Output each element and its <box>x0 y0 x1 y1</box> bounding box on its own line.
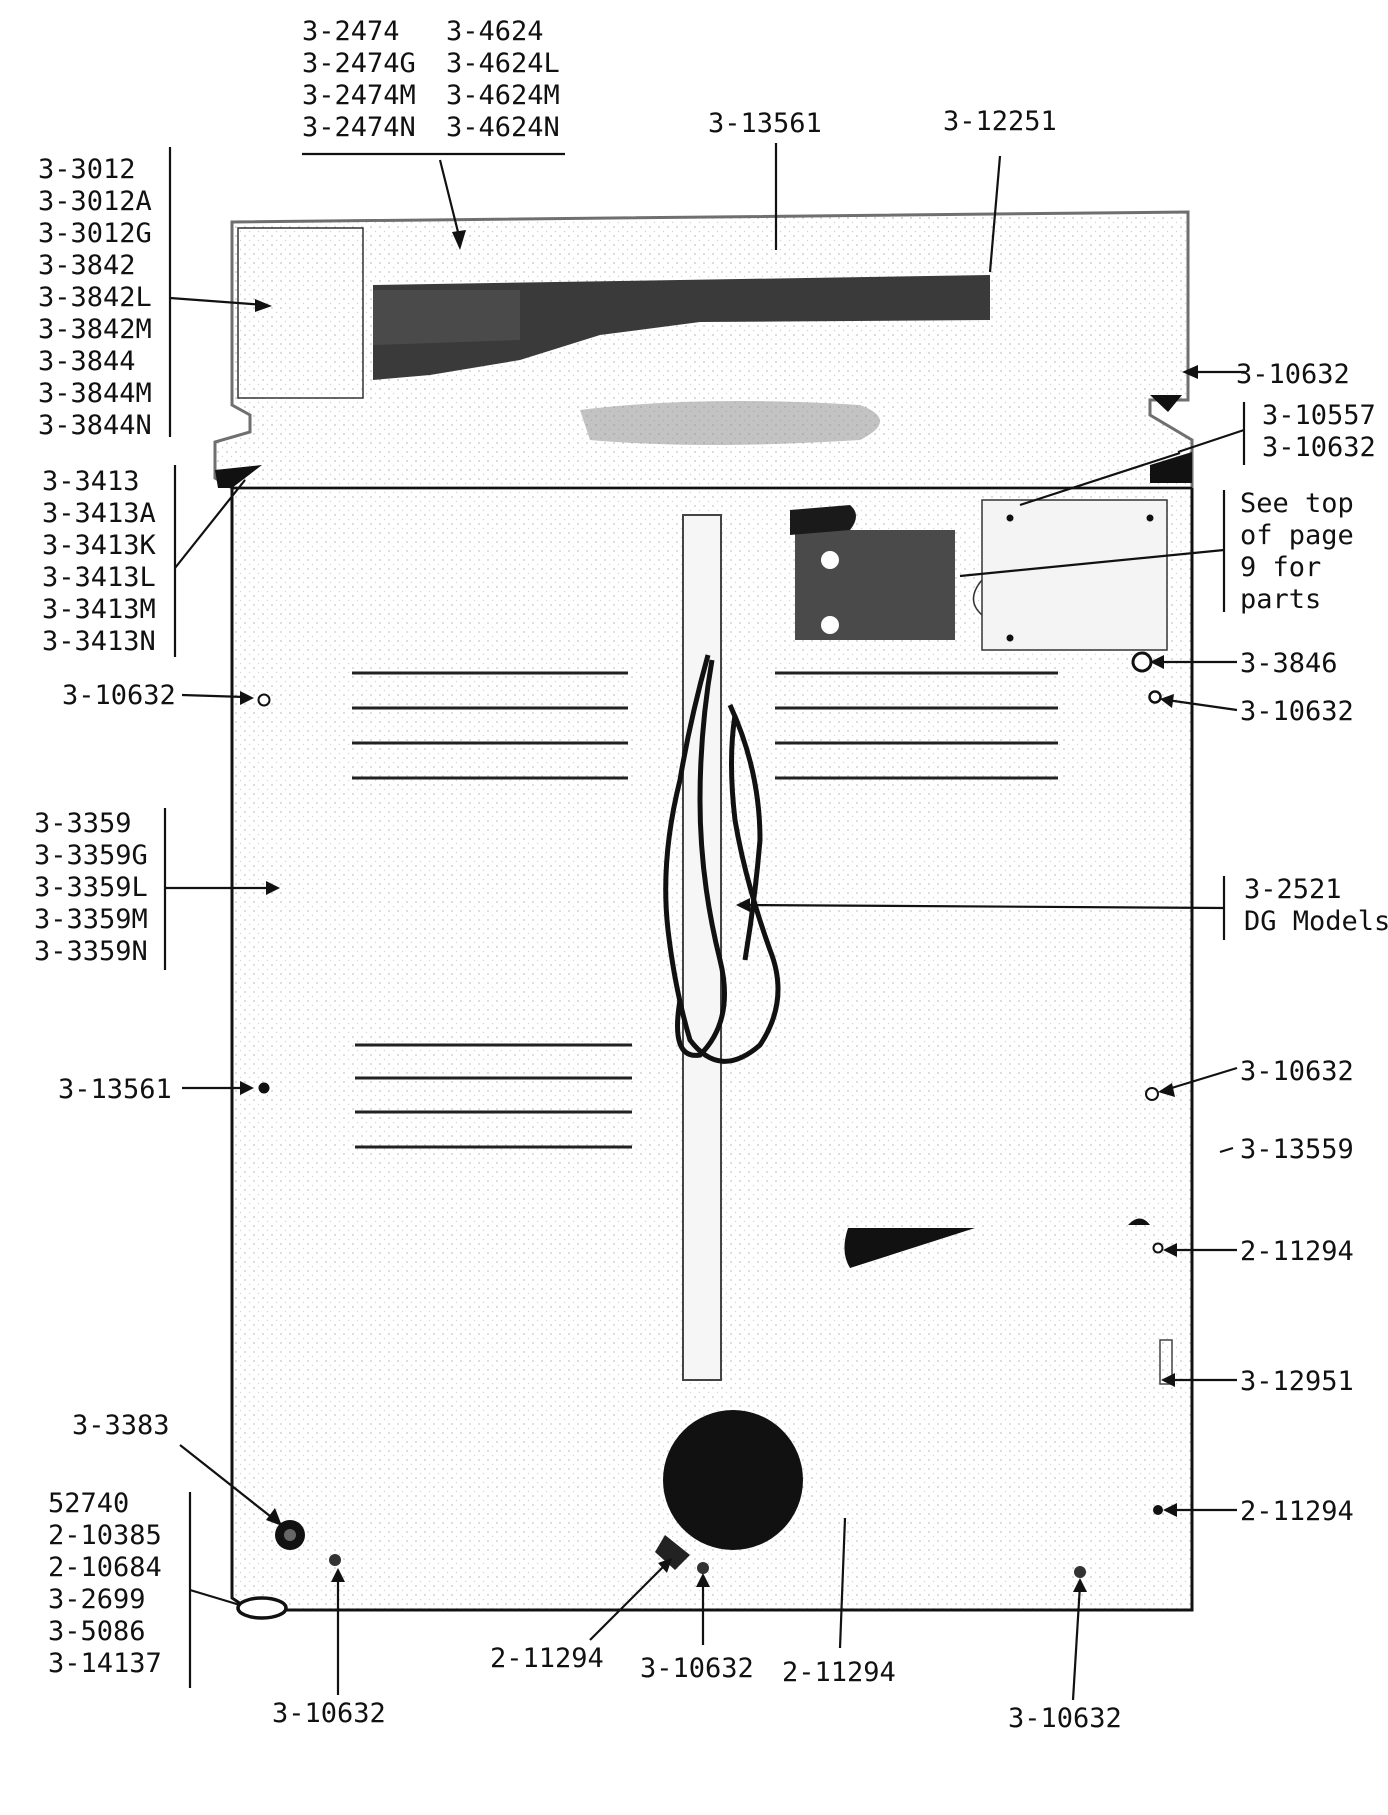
foot-icon <box>236 1596 288 1620</box>
label: 52740 <box>48 1488 129 1519</box>
bolt-right-1-icon <box>1152 1242 1164 1254</box>
label: 3-13559 <box>1240 1134 1354 1165</box>
label: 3-3844N <box>38 410 152 441</box>
bolt-right-2-icon <box>1153 1505 1163 1515</box>
terminal-bracket <box>790 499 1168 651</box>
label: 3-10632 <box>272 1698 386 1729</box>
screw-bottom-mid-icon <box>697 1562 709 1574</box>
label: DG Models <box>1244 906 1388 937</box>
label: 3-3413N <box>42 626 156 657</box>
label: 3-3012G <box>38 218 152 249</box>
label: parts <box>1240 584 1321 615</box>
vent-louvers <box>352 671 1058 1149</box>
label: 3-10557 <box>1262 400 1376 431</box>
top-console <box>213 210 1194 490</box>
label: 3-2474G <box>302 48 416 79</box>
label: 3-3413L <box>42 562 156 593</box>
label: 3-10632 <box>1240 696 1354 727</box>
screw-right-upper-icon <box>1148 690 1162 704</box>
label: 3-13561 <box>708 108 822 139</box>
label: 3-3413K <box>42 530 157 561</box>
label: 3-3413M <box>42 594 156 625</box>
label: 9 for <box>1240 552 1321 583</box>
label: 3-13561 <box>58 1074 172 1105</box>
label: 2-11294 <box>490 1643 604 1674</box>
label: 3-3359M <box>34 904 148 935</box>
label: 3-10632 <box>1236 359 1350 390</box>
label: 3-10632 <box>640 1653 754 1684</box>
clip-shapes <box>844 1218 1173 1385</box>
label: 3-4624 <box>446 16 544 47</box>
label: 3-3842M <box>38 314 152 345</box>
grommet-icon <box>1131 651 1153 673</box>
screw-left-lower-icon <box>258 1082 270 1094</box>
label: 3-3359N <box>34 936 148 967</box>
label: 3-3842 <box>38 250 136 281</box>
label: 3-14137 <box>48 1648 162 1679</box>
label: 3-2474N <box>302 112 416 143</box>
label: See top <box>1240 488 1354 519</box>
label: 3-5086 <box>48 1616 146 1647</box>
label: 3-3383 <box>72 1410 170 1441</box>
label: 3-3413A <box>42 498 156 529</box>
screw-right-mid-icon <box>1145 1087 1159 1101</box>
label: of page <box>1240 520 1354 551</box>
label: 3-10632 <box>1240 1056 1354 1087</box>
label: 3-3842L <box>38 282 152 313</box>
label: 2-10684 <box>48 1552 162 1583</box>
label: 3-2699 <box>48 1584 146 1615</box>
label: 3-3846 <box>1240 648 1338 679</box>
screw-left-upper-icon <box>257 693 271 707</box>
screw-bottom-right-icon <box>1074 1566 1086 1578</box>
label: 3-10632 <box>62 680 176 711</box>
label: 3-3359G <box>34 840 148 871</box>
label: 3-2474M <box>302 80 416 111</box>
label: 3-2474 <box>302 16 400 47</box>
label: 3-3844 <box>38 346 136 377</box>
exhaust-outlet <box>655 1410 803 1570</box>
label: 3-10632 <box>1008 1703 1122 1734</box>
power-cord <box>663 654 781 1064</box>
label: 3-4624L <box>446 48 560 79</box>
label: 2-11294 <box>782 1657 896 1688</box>
label: 3-10632 <box>1262 432 1376 463</box>
callout-labels: 3-2474 3-2474G 3-2474M 3-2474N 3-4624 3-… <box>34 16 1388 1734</box>
label: 3-3012A <box>38 186 152 217</box>
label: 3-12951 <box>1240 1366 1354 1397</box>
leader-lines <box>163 143 1246 1701</box>
label: 3-2521 <box>1244 874 1342 905</box>
fasteners <box>236 651 1164 1620</box>
screw-bottom-left-icon <box>329 1554 341 1566</box>
label: 3-4624M <box>446 80 560 111</box>
label: 3-3413 <box>42 466 140 497</box>
label: 3-3844M <box>38 378 152 409</box>
label: 3-3012 <box>38 154 136 185</box>
label: 3-12251 <box>943 106 1057 137</box>
label: 3-3359 <box>34 808 132 839</box>
label: 2-11294 <box>1240 1496 1354 1527</box>
label: 2-10385 <box>48 1520 162 1551</box>
label: 2-11294 <box>1240 1236 1354 1267</box>
label: 3-3359L <box>34 872 148 903</box>
label: 3-4624N <box>446 112 560 143</box>
